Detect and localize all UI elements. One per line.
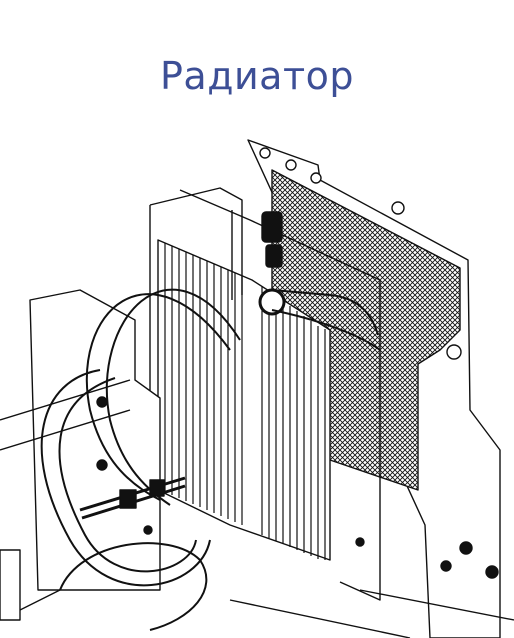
mount-hole bbox=[310, 172, 322, 184]
page-title: Радиатор bbox=[160, 54, 354, 98]
side-frame bbox=[149, 187, 243, 410]
hose bbox=[40, 369, 211, 587]
base-frame bbox=[0, 379, 514, 638]
bracket-hole bbox=[143, 525, 153, 535]
radiator-illustration bbox=[0, 139, 514, 638]
frame-top bbox=[179, 189, 381, 601]
radiator-drawing bbox=[0, 120, 514, 638]
clamp-nut bbox=[119, 489, 137, 509]
bolt-head bbox=[459, 541, 473, 555]
bracket-hole bbox=[96, 459, 108, 471]
connector bbox=[0, 549, 21, 621]
radiator-fins bbox=[164, 243, 326, 560]
fitting bbox=[261, 211, 283, 243]
mount-hole bbox=[446, 344, 462, 360]
hose bbox=[58, 377, 197, 573]
fitting bbox=[265, 244, 283, 268]
bolt-head bbox=[355, 537, 365, 547]
bracket-hole bbox=[96, 396, 108, 408]
clamp-nut bbox=[149, 479, 165, 497]
mount-hole bbox=[285, 159, 297, 171]
mount-hole bbox=[259, 147, 271, 159]
bolt-head bbox=[440, 560, 452, 572]
left-bracket bbox=[29, 289, 161, 591]
pipe bbox=[271, 289, 381, 351]
bolt-head bbox=[391, 201, 405, 215]
hose bbox=[105, 288, 241, 506]
hose bbox=[59, 542, 208, 631]
bolt-head bbox=[485, 565, 499, 579]
